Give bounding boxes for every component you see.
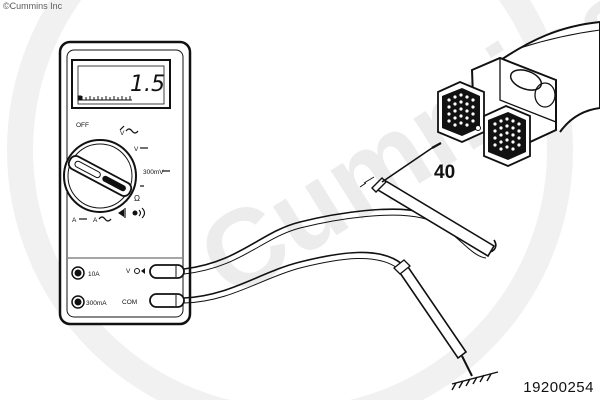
wire-negative xyxy=(183,251,403,299)
connector-pin-block-right xyxy=(483,105,531,167)
input-jacks: 10A 300mA V COM xyxy=(68,257,182,309)
dial-label-v-dc: V xyxy=(134,146,139,153)
dial-label-ohm: Ω xyxy=(134,194,140,203)
dial-label-amp-ac: A xyxy=(93,217,98,224)
lead-plug-com[interactable] xyxy=(149,293,185,308)
jack-label-300ma: 300mA xyxy=(86,300,107,307)
lcd-display: 1.5 xyxy=(71,59,171,109)
jack-volt-symbol xyxy=(134,268,145,274)
negative-test-probe[interactable] xyxy=(393,259,473,377)
rotary-selector-knob[interactable] xyxy=(63,139,137,213)
diode-icon xyxy=(118,208,126,218)
multimeter: 1.5 OFF V V xyxy=(58,40,192,326)
positive-test-probe[interactable] xyxy=(359,142,496,258)
dial-labels: OFF V V 300mV Ω A A xyxy=(72,122,164,224)
dial-label-300mv: 300mV xyxy=(143,169,164,176)
bargraph xyxy=(77,95,132,101)
pin-callout-label: 40 xyxy=(434,162,455,183)
lead-plug-v[interactable] xyxy=(149,264,185,279)
dial-label-v-ac: V xyxy=(120,130,125,137)
connector-pin-block-left xyxy=(437,81,485,143)
wiring-harness-connector xyxy=(437,20,600,167)
dial-symbols xyxy=(79,125,170,222)
display-reading: 1.5 xyxy=(130,72,165,97)
dial-label-amp-dc: A xyxy=(72,217,77,224)
jack-label-v: V xyxy=(126,268,131,275)
jack-300ma[interactable] xyxy=(71,295,85,309)
jack-label-com: COM xyxy=(122,299,137,306)
jack-10a[interactable] xyxy=(71,266,85,280)
wire-negative-shadow xyxy=(183,257,401,304)
figure-id: 19200254 xyxy=(523,379,594,396)
continuity-icon xyxy=(132,207,146,219)
ground-symbol xyxy=(451,371,499,391)
copyright-notice: ©Cummins Inc xyxy=(3,1,63,11)
dial-label-off: OFF xyxy=(76,122,89,129)
jack-label-10a: 10A xyxy=(88,271,100,278)
